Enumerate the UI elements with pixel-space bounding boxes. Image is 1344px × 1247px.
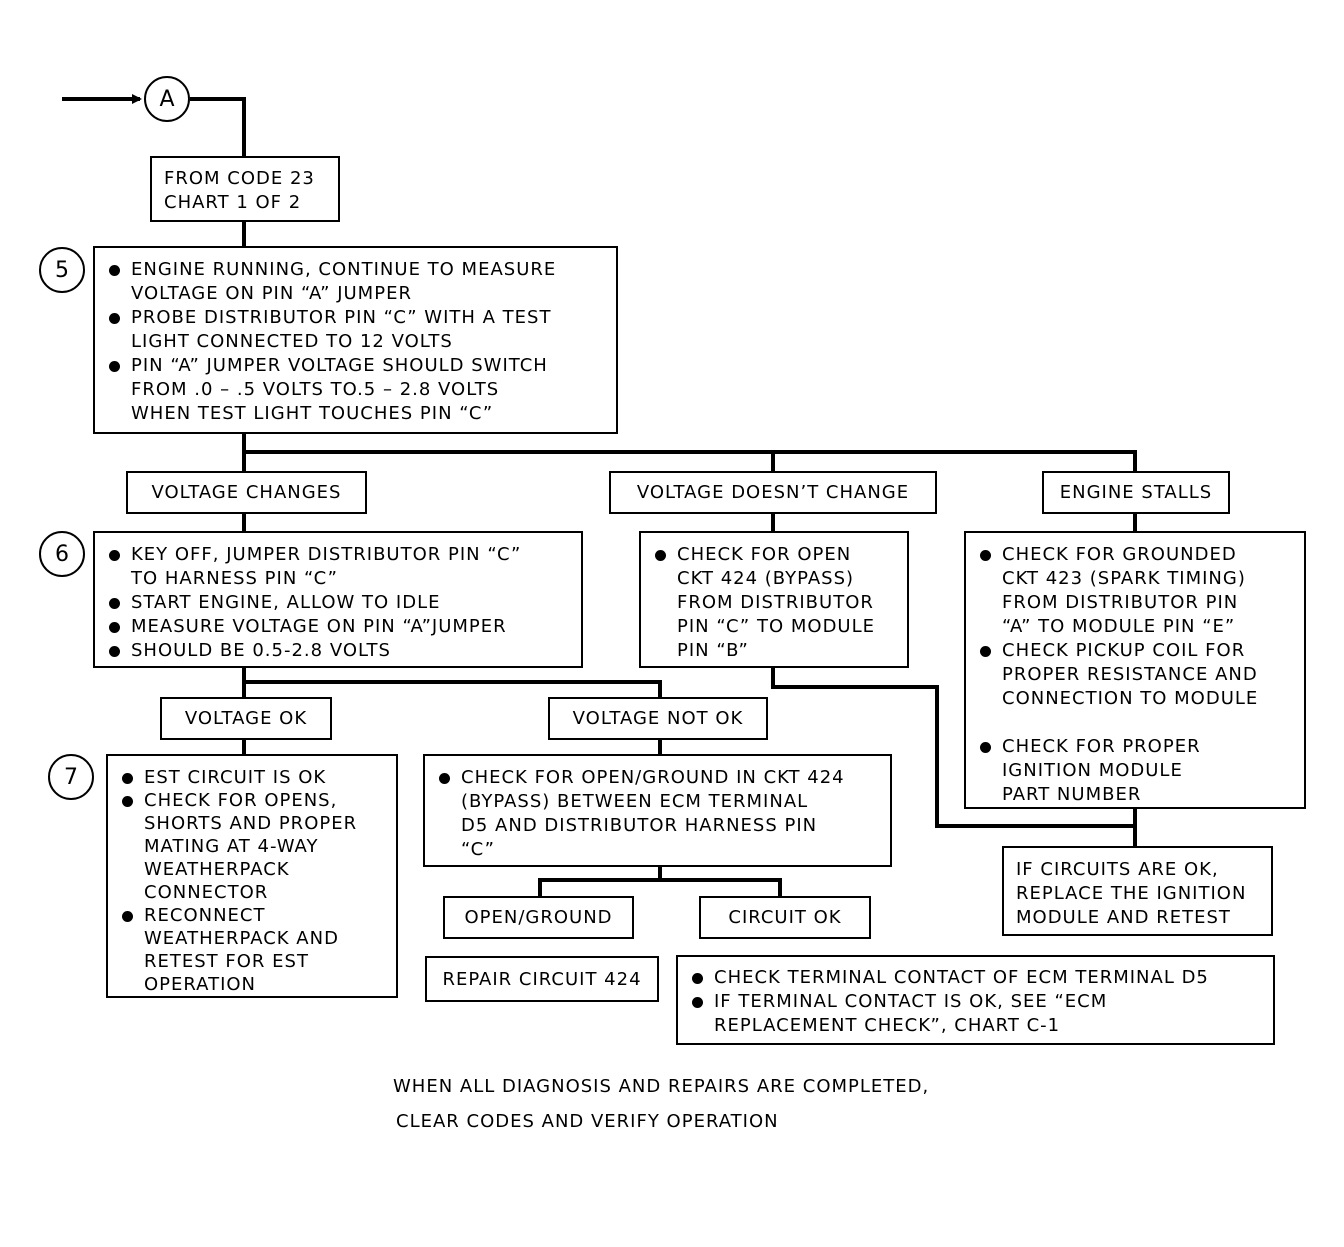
step-7-item: RECONNECT WEATHERPACK AND RETEST FOR EST…: [120, 904, 396, 996]
step-6-item: SHOULD BE 0.5-2.8 VOLTS: [107, 639, 581, 663]
step-5-number: 5: [55, 257, 69, 283]
step-5-item: PIN “A” JUMPER VOLTAGE SHOULD SWITCH FRO…: [107, 354, 616, 426]
check-open-ckt-424-list: CHECK FOR OPEN CKT 424 (BYPASS) FROM DIS…: [653, 543, 907, 663]
step-7-item: CHECK FOR OPENS, SHORTS AND PROPER MATIN…: [120, 789, 396, 904]
label-engine-stalls: ENGINE STALLS: [1042, 471, 1230, 514]
label-voltage-doesnt-change: VOLTAGE DOESN’T CHANGE: [609, 471, 937, 514]
connector-a-label: A: [159, 86, 175, 112]
line-check-open-to-replace: [771, 667, 1135, 828]
from-code-box: FROM CODE 23 CHART 1 OF 2: [150, 156, 340, 222]
branch-bus-step5: [244, 450, 1137, 471]
terminal-contact-check-box: CHECK TERMINAL CONTACT OF ECM TERMINAL D…: [676, 955, 1275, 1045]
step-7-list: EST CIRCUIT IS OK CHECK FOR OPENS, SHORT…: [120, 766, 396, 996]
line-a-to-from-code: [190, 97, 246, 156]
check-open-ckt-424-box: CHECK FOR OPEN CKT 424 (BYPASS) FROM DIS…: [639, 531, 909, 668]
label-voltage-changes: VOLTAGE CHANGES: [126, 471, 367, 514]
label-circuit-ok: CIRCUIT OK: [699, 896, 871, 939]
step-7-box: EST CIRCUIT IS OK CHECK FOR OPENS, SHORT…: [106, 754, 398, 998]
step-7-marker: 7: [48, 754, 94, 800]
repair-circuit-424-text: REPAIR CIRCUIT 424: [442, 968, 642, 990]
check-ignition-module-item: CHECK FOR PROPER IGNITION MODULE PART NU…: [978, 735, 1304, 807]
step-6-item: MEASURE VOLTAGE ON PIN “A”JUMPER: [107, 615, 581, 639]
step-6-list: KEY OFF, JUMPER DISTRIBUTOR PIN “C” TO H…: [107, 543, 581, 663]
footer-line-1: WHEN ALL DIAGNOSIS AND REPAIRS ARE COMPL…: [393, 1076, 930, 1097]
footer-line-2: CLEAR CODES AND VERIFY OPERATION: [396, 1111, 779, 1132]
terminal-contact-item: CHECK TERMINAL CONTACT OF ECM TERMINAL D…: [690, 966, 1273, 990]
repair-circuit-424-box: REPAIR CIRCUIT 424: [425, 956, 659, 1002]
step-7-number: 7: [64, 764, 78, 790]
check-grounded-ckt-423-box: CHECK FOR GROUNDED CKT 423 (SPARK TIMING…: [964, 531, 1306, 809]
from-code-text: FROM CODE 23 CHART 1 OF 2: [164, 168, 315, 213]
check-open-ckt-424-item: CHECK FOR OPEN CKT 424 (BYPASS) FROM DIS…: [653, 543, 907, 663]
step-6-number: 6: [55, 541, 69, 567]
replace-ignition-module-box: IF CIRCUITS ARE OK, REPLACE THE IGNITION…: [1002, 846, 1273, 936]
label-open-ground: OPEN/GROUND: [443, 896, 634, 939]
check-pickup-coil-item: CHECK PICKUP COIL FOR PROPER RESISTANCE …: [978, 639, 1304, 711]
step-6-box: KEY OFF, JUMPER DISTRIBUTOR PIN “C” TO H…: [93, 531, 583, 668]
check-grounded-item: CHECK FOR GROUNDED CKT 423 (SPARK TIMING…: [978, 543, 1304, 639]
step-5-marker: 5: [39, 247, 85, 293]
label-voltage-not-ok: VOLTAGE NOT OK: [548, 697, 768, 740]
step-5-box: ENGINE RUNNING, CONTINUE TO MEASURE VOLT…: [93, 246, 618, 434]
connector-a: A: [144, 76, 190, 122]
check-open-ground-list: CHECK FOR OPEN/GROUND IN CKT 424 (BYPASS…: [437, 766, 890, 862]
step-7-item: EST CIRCUIT IS OK: [120, 766, 396, 789]
check-open-ground-box: CHECK FOR OPEN/GROUND IN CKT 424 (BYPASS…: [423, 754, 892, 867]
step-5-list: ENGINE RUNNING, CONTINUE TO MEASURE VOLT…: [107, 258, 616, 426]
step-5-item: ENGINE RUNNING, CONTINUE TO MEASURE VOLT…: [107, 258, 616, 306]
step-6-marker: 6: [39, 531, 85, 577]
check-grounded-ckt-423-list: CHECK FOR GROUNDED CKT 423 (SPARK TIMING…: [978, 543, 1304, 807]
terminal-contact-check-list: CHECK TERMINAL CONTACT OF ECM TERMINAL D…: [690, 966, 1273, 1038]
step-6-item: START ENGINE, ALLOW TO IDLE: [107, 591, 581, 615]
replace-ignition-module-text: IF CIRCUITS ARE OK, REPLACE THE IGNITION…: [1016, 859, 1247, 928]
ecm-replacement-item: IF TERMINAL CONTACT IS OK, SEE “ECM REPL…: [690, 990, 1273, 1038]
step-6-item: KEY OFF, JUMPER DISTRIBUTOR PIN “C” TO H…: [107, 543, 581, 591]
branch-bus-step6: [244, 680, 662, 697]
branch-bus-open-ground: [538, 878, 782, 896]
step-5-item: PROBE DISTRIBUTOR PIN “C” WITH A TEST LI…: [107, 306, 616, 354]
check-open-ground-item: CHECK FOR OPEN/GROUND IN CKT 424 (BYPASS…: [437, 766, 890, 862]
label-voltage-ok: VOLTAGE OK: [160, 697, 332, 740]
